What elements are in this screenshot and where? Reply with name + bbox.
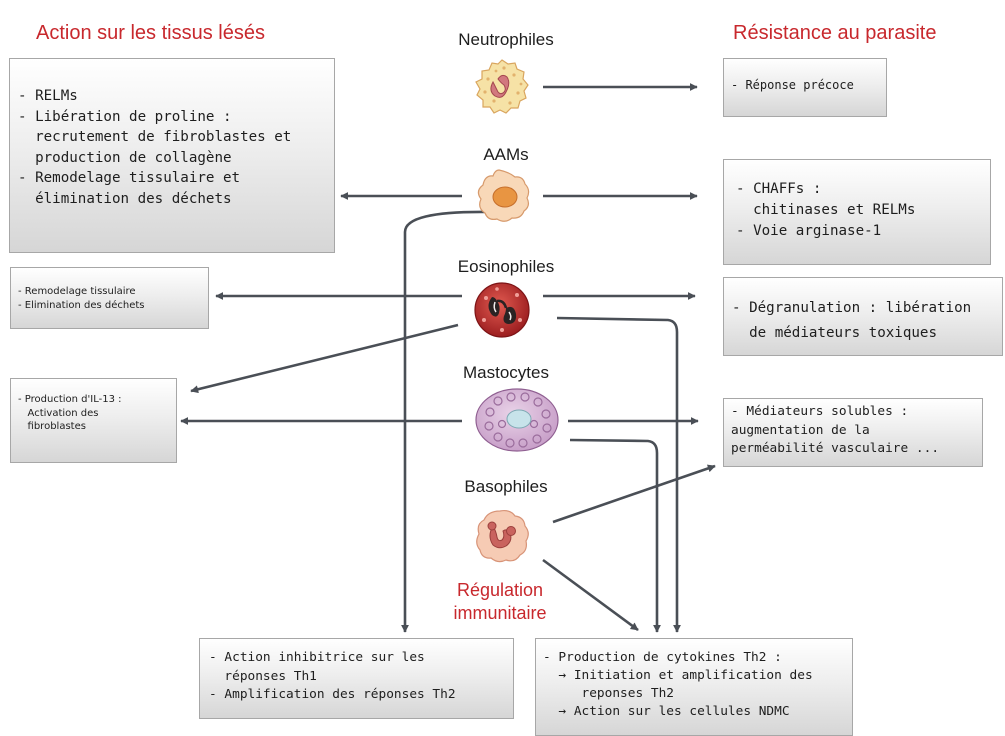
arrow-aams-th1 xyxy=(401,210,489,633)
box-line: perméabilité vasculaire ... xyxy=(731,441,940,456)
box-mediateurs: - Médiateurs solubles : augmentation de … xyxy=(723,398,983,467)
mastocyte-icon xyxy=(475,388,559,452)
arrow-eos-cytokines xyxy=(556,316,681,633)
box-line: chitinases et RELMs xyxy=(736,202,916,218)
box-line: - Réponse précoce xyxy=(731,78,854,92)
box-line: Activation des xyxy=(18,407,99,419)
box-cytokines: - Production de cytokines Th2 : → Initia… xyxy=(535,638,853,736)
box-line: → Initiation et amplification des xyxy=(543,668,813,683)
box-line: reponses Th2 xyxy=(543,686,674,701)
eosinophil-icon xyxy=(474,282,530,338)
box-line: → Action sur les cellules NDMC xyxy=(543,704,790,719)
regulation-label: Régulation immunitaire xyxy=(420,579,580,625)
box-relms: - RELMs - Libération de proline : recrut… xyxy=(9,58,335,253)
box-line: - Elimination des déchets xyxy=(18,299,145,311)
box-line: - Action inhibitrice sur les xyxy=(209,650,425,665)
box-line: fibroblastes xyxy=(18,421,86,432)
arrow-masto-cytokines xyxy=(569,438,661,633)
arrow-eos-il13 xyxy=(190,323,459,394)
header-right: Résistance au parasite xyxy=(733,22,937,44)
regulation-line2: immunitaire xyxy=(453,603,547,623)
box-line: - Remodelage tissulaire et xyxy=(18,170,241,186)
label-eosinophiles: Eosinophiles xyxy=(457,257,555,276)
box-il13: - Production d'IL-13 : Activation des fi… xyxy=(10,378,177,463)
box-line: - Amplification des réponses Th2 xyxy=(209,687,456,702)
box-th1: - Action inhibitrice sur les réponses Th… xyxy=(199,638,514,719)
box-chaffs: - CHAFFs : chitinases et RELMs - Voie ar… xyxy=(723,159,991,265)
arrow-baso-cytokines xyxy=(542,558,639,632)
box-line: production de collagène xyxy=(18,149,232,166)
box-line: de médiateurs toxiques xyxy=(732,325,937,341)
box-line: - RELMs xyxy=(18,88,78,104)
box-line: - Voie arginase-1 xyxy=(736,223,882,239)
arrow-baso-mediateurs xyxy=(552,464,716,524)
neutrophil-icon xyxy=(475,59,529,114)
label-aams: AAMs xyxy=(483,145,529,164)
box-line: recrutement de fibroblastes et xyxy=(18,129,292,145)
aam-icon xyxy=(477,169,530,222)
box-line: - Dégranulation : libération xyxy=(732,300,972,316)
header-left: Action sur les tissus lésés xyxy=(36,22,265,44)
box-degranulation: - Dégranulation : libération de médiateu… xyxy=(723,277,1003,356)
box-line: - Libération de proline : xyxy=(18,108,232,125)
box-remodelage: - Remodelage tissulaire - Elimination de… xyxy=(10,267,209,329)
regulation-line1: Régulation xyxy=(456,580,544,600)
box-line: élimination des déchets xyxy=(18,190,232,207)
box-line: - Production d'IL-13 : xyxy=(18,394,122,405)
label-mastocytes: Mastocytes xyxy=(463,363,549,382)
box-line: - Médiateurs solubles : xyxy=(731,404,909,419)
box-line: réponses Th1 xyxy=(209,668,317,684)
box-line: - CHAFFs : xyxy=(736,181,822,197)
box-precoce: - Réponse précoce xyxy=(723,58,887,117)
label-basophiles: Basophiles xyxy=(464,477,548,496)
label-neutrophiles: Neutrophiles xyxy=(458,30,554,49)
box-line: augmentation de la xyxy=(731,422,870,438)
box-line: - Production de cytokines Th2 : xyxy=(543,650,782,665)
box-line: - Remodelage tissulaire xyxy=(18,286,136,297)
basophil-icon xyxy=(476,509,529,563)
